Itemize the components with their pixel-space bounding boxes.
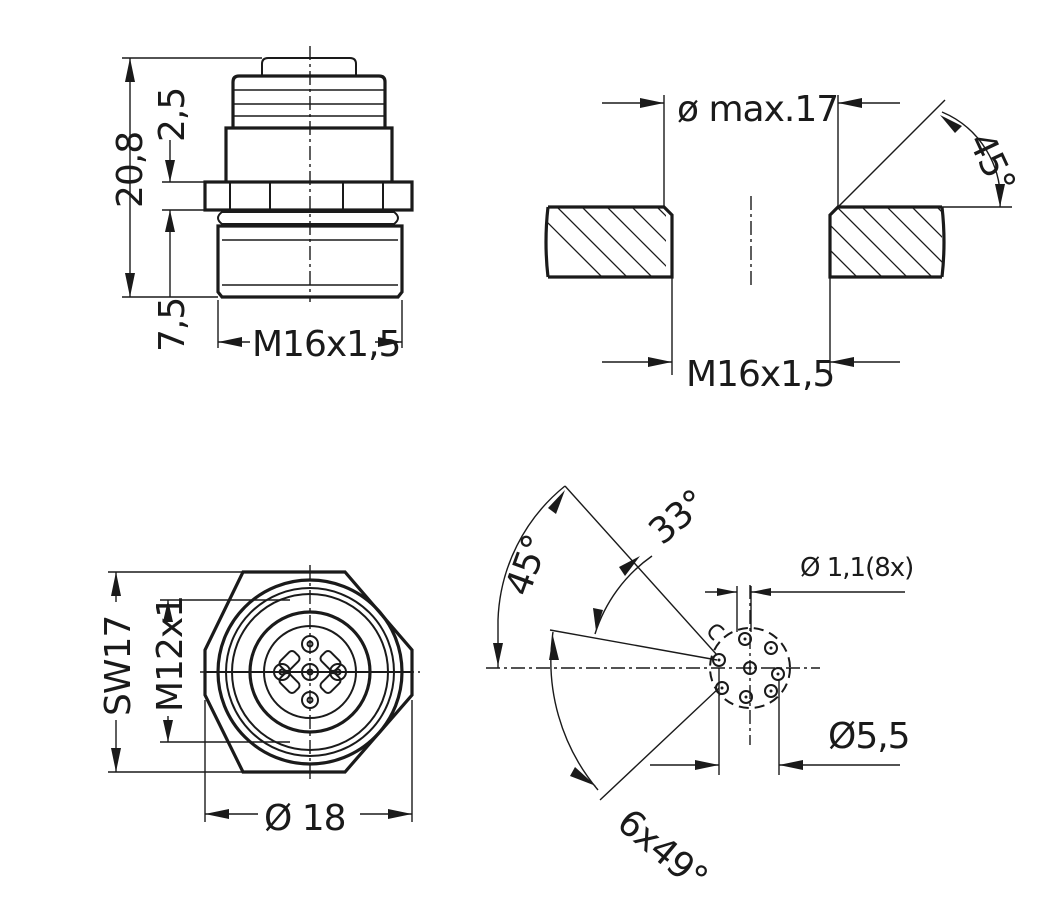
contact-pins bbox=[712, 632, 785, 704]
dim-front-thread: M12x1 bbox=[150, 596, 191, 712]
dim-pin-spacing: 6x49° bbox=[609, 801, 714, 898]
side-view bbox=[122, 46, 414, 348]
dim-thread-length: 7,5 bbox=[152, 298, 193, 352]
dim-angle-left: 45° bbox=[498, 530, 557, 601]
dim-angle-offset: 33° bbox=[641, 482, 714, 552]
front-view bbox=[108, 565, 420, 822]
dim-pitch-circle: Ø5,5 bbox=[828, 716, 910, 757]
dim-hole-thread: M16x1,5 bbox=[686, 354, 834, 395]
dim-pin-diameter: Ø 1,1(8x) bbox=[800, 553, 913, 583]
dim-wrench-size: SW17 bbox=[98, 616, 139, 716]
hatching-left bbox=[548, 207, 666, 277]
dim-side-thread: M16x1,5 bbox=[252, 324, 400, 365]
dim-chamfer-angle: 45° bbox=[960, 126, 1023, 198]
panel-cutout-section bbox=[544, 95, 1012, 375]
dim-outer-diameter: Ø 18 bbox=[264, 798, 346, 839]
hatching-right bbox=[830, 207, 942, 277]
dim-hole-diameter: ø max.17 bbox=[677, 89, 838, 130]
contact-layout bbox=[486, 485, 905, 801]
dim-top-offset: 2,5 bbox=[152, 88, 193, 142]
dim-total-height: 20,8 bbox=[110, 132, 151, 208]
